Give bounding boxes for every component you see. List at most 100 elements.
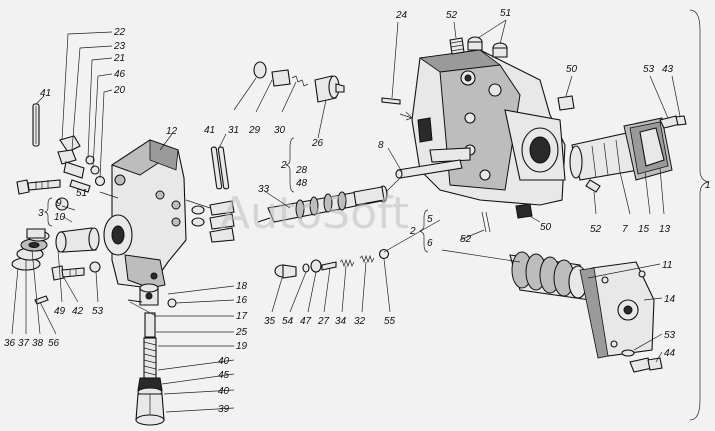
- label-53-right: 53: [664, 330, 676, 341]
- pin-24: [381, 97, 401, 105]
- main-housing: [411, 49, 566, 206]
- label-26: 26: [311, 138, 324, 149]
- arrow-to-housing: [399, 111, 413, 121]
- label-50-top: 50: [566, 64, 578, 75]
- valve-body-12: [103, 139, 187, 289]
- plug-10: [55, 227, 100, 253]
- label-14: 14: [664, 294, 676, 305]
- label-50-bottom: 50: [540, 222, 552, 233]
- label-51-top: 51: [500, 8, 511, 19]
- label-35: 35: [264, 316, 276, 327]
- label-38: 38: [32, 338, 44, 349]
- label-43: 43: [662, 64, 674, 75]
- leader-lines: [11, 19, 681, 413]
- label-49: 49: [54, 306, 66, 317]
- label-32: 32: [354, 316, 366, 327]
- spool-33: [257, 185, 388, 223]
- washer-16: [167, 298, 177, 308]
- label-41-left: 41: [40, 88, 51, 99]
- brace-2-top: [285, 137, 295, 193]
- label-24: 24: [395, 10, 408, 21]
- assembly-axis-lines: [185, 177, 521, 263]
- label-36: 36: [4, 338, 16, 349]
- label-45: 45: [218, 370, 230, 381]
- label-10: 10: [54, 212, 66, 223]
- label-51-left: 51: [76, 188, 87, 199]
- nut-50-bottom: [515, 203, 533, 219]
- shaft-assembly-7-13-15: [569, 117, 673, 181]
- label-29: 29: [248, 125, 261, 136]
- nut-50-top: [557, 95, 575, 111]
- plug-row-35-55: [274, 248, 390, 279]
- label-41-middle: 41: [204, 125, 215, 136]
- piston-11: [509, 251, 591, 301]
- label-28: 28: [295, 165, 308, 176]
- label-48: 48: [296, 178, 308, 189]
- label-31: 31: [228, 125, 239, 136]
- washer-53-left: [89, 261, 101, 273]
- label-7: 7: [622, 224, 628, 235]
- label-25: 25: [235, 327, 248, 338]
- label-9: 9: [56, 198, 62, 209]
- label-40-upper: 40: [218, 356, 230, 367]
- label-53-left: 53: [92, 306, 104, 317]
- cover-14: [579, 261, 655, 359]
- label-6: 6: [427, 238, 433, 249]
- label-55: 55: [384, 316, 396, 327]
- brace-2-right: [419, 209, 429, 253]
- label-16: 16: [236, 295, 248, 306]
- stud-52-bottom: [481, 211, 491, 233]
- label-30: 30: [274, 125, 286, 136]
- bolt-9: [16, 179, 69, 211]
- vertical-assembly-18-39: [127, 283, 165, 426]
- label-52-top: 52: [446, 10, 458, 21]
- label-8: 8: [378, 140, 384, 151]
- pin-41-middle: [210, 146, 230, 190]
- label-54: 54: [282, 316, 294, 327]
- label-40-lower: 40: [218, 386, 230, 397]
- watermark: AutoSoft: [220, 188, 409, 239]
- bolt-42: [51, 265, 85, 281]
- label-22: 22: [113, 27, 126, 38]
- label-2-top: 2: [280, 160, 287, 171]
- label-13: 13: [659, 224, 671, 235]
- label-12: 12: [166, 126, 178, 137]
- label-20: 20: [113, 85, 126, 96]
- label-17: 17: [236, 311, 248, 322]
- washer-stack-36-38: [11, 228, 50, 271]
- label-47: 47: [300, 316, 312, 327]
- label-18: 18: [236, 281, 248, 292]
- label-33: 33: [258, 184, 270, 195]
- label-5: 5: [427, 214, 433, 225]
- label-56: 56: [48, 338, 60, 349]
- label-1: 1: [705, 180, 711, 191]
- label-34: 34: [335, 316, 347, 327]
- pin-41-left: [32, 103, 40, 147]
- label-53-top: 53: [643, 64, 655, 75]
- pin-52-right: [585, 179, 601, 193]
- pin-56: [34, 295, 49, 305]
- bolt-43: [659, 115, 687, 129]
- plunger-group-29-31: [253, 61, 345, 103]
- brace-1: [689, 9, 709, 421]
- label-27: 27: [317, 316, 330, 327]
- fittings-body-right: [191, 200, 235, 243]
- label-3: 3: [38, 208, 44, 219]
- brace-3: [43, 197, 53, 227]
- label-52-right: 52: [590, 224, 602, 235]
- label-42: 42: [72, 306, 84, 317]
- label-46: 46: [114, 69, 126, 80]
- part-number-labels: 1 2 2 3 5 6 7 8 9 10 11 12 13 14 15 16 1…: [4, 8, 711, 415]
- label-2-right: 2: [409, 226, 416, 237]
- shaft-8: [395, 159, 463, 179]
- fittings-left-top: [57, 135, 106, 193]
- label-11: 11: [662, 260, 672, 271]
- label-37: 37: [18, 338, 30, 349]
- label-52-bottom: 52: [460, 234, 472, 245]
- label-21: 21: [113, 53, 125, 64]
- label-19: 19: [236, 341, 248, 352]
- label-39: 39: [218, 404, 230, 415]
- plugs-top-51-52: [449, 36, 508, 58]
- label-15: 15: [638, 224, 650, 235]
